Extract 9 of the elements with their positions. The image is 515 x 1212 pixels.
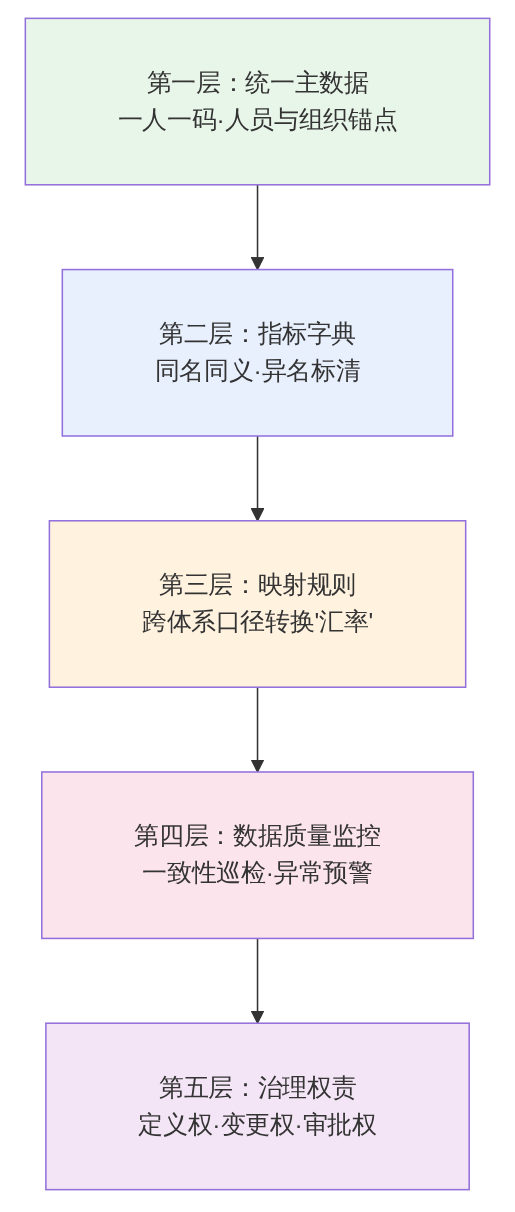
arrow: [250, 937, 265, 1024]
node-box: 第一层：统一主数据 一人一码·人员与组织锚点: [24, 17, 491, 186]
arrow: [250, 184, 265, 271]
node-box: 第五层：治理权责 定义权·变更权·审批权: [45, 1022, 470, 1191]
arrow: [250, 435, 265, 522]
node-box: 第三层：映射规则 跨体系口径转换'汇率': [48, 520, 467, 688]
node-box: 第四层：数据质量监控 一致性巡检·异常预警: [40, 771, 475, 940]
arrow: [250, 686, 265, 773]
node-box: 第二层：指标字典 同名同义·异名标清: [61, 268, 454, 437]
